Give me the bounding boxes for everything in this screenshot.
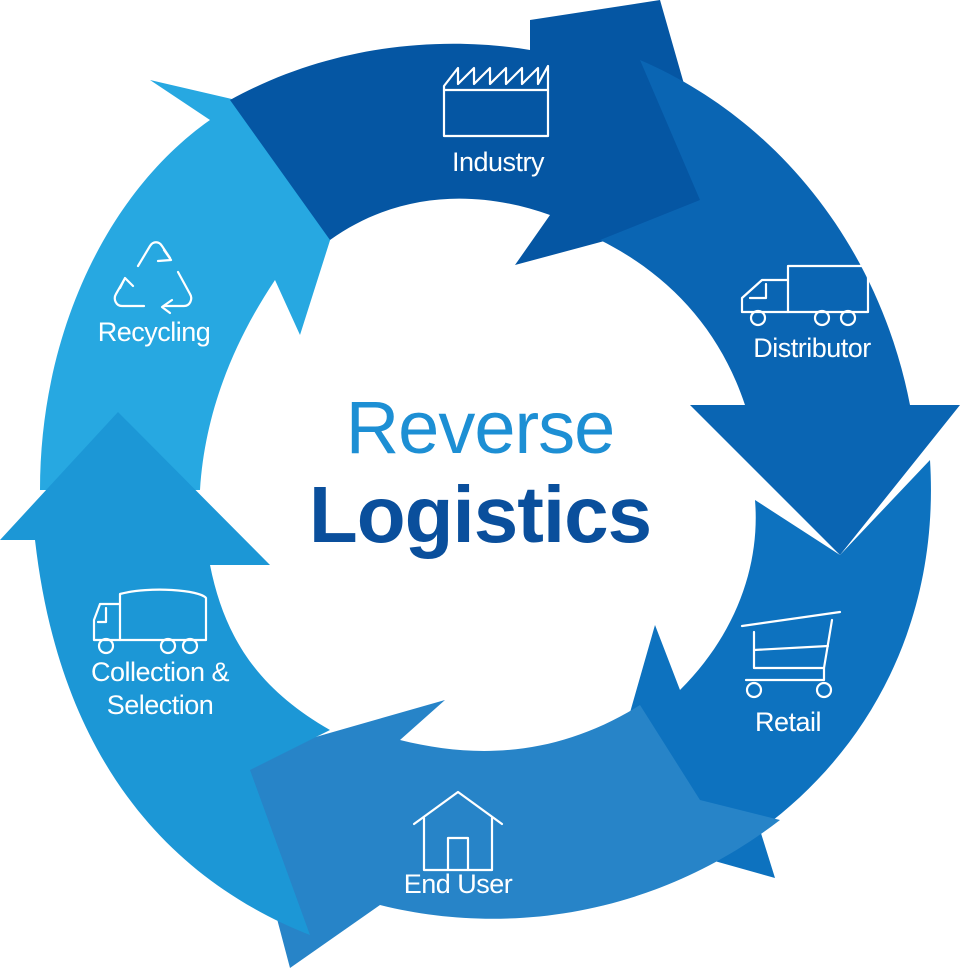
stage-label-industry: Industry (451, 147, 545, 177)
factory-icon (442, 64, 550, 138)
garbage-truck-icon (92, 588, 208, 655)
arrow-segment-industry (230, 0, 720, 265)
stage-label-recycling: Recycling (97, 317, 211, 347)
arrow-segment-end-user (235, 700, 780, 968)
arrow-segment-collection (0, 412, 330, 935)
stage-label-end-user: End User (403, 869, 513, 899)
arrow-segment-recycling (40, 80, 365, 490)
house-icon (412, 790, 504, 872)
center-title-line2: Logistics (308, 470, 652, 559)
stage-label-distributor: Distributor (753, 333, 871, 363)
center-title-line1: Reverse (345, 386, 616, 469)
stage-label-collection: Collection & Selection (90, 657, 230, 720)
arrow-segment-distributor (600, 60, 960, 555)
truck-icon (740, 264, 870, 327)
recycle-icon (113, 241, 193, 315)
shopping-cart-icon (740, 610, 842, 699)
stage-label-retail: Retail (754, 707, 822, 737)
